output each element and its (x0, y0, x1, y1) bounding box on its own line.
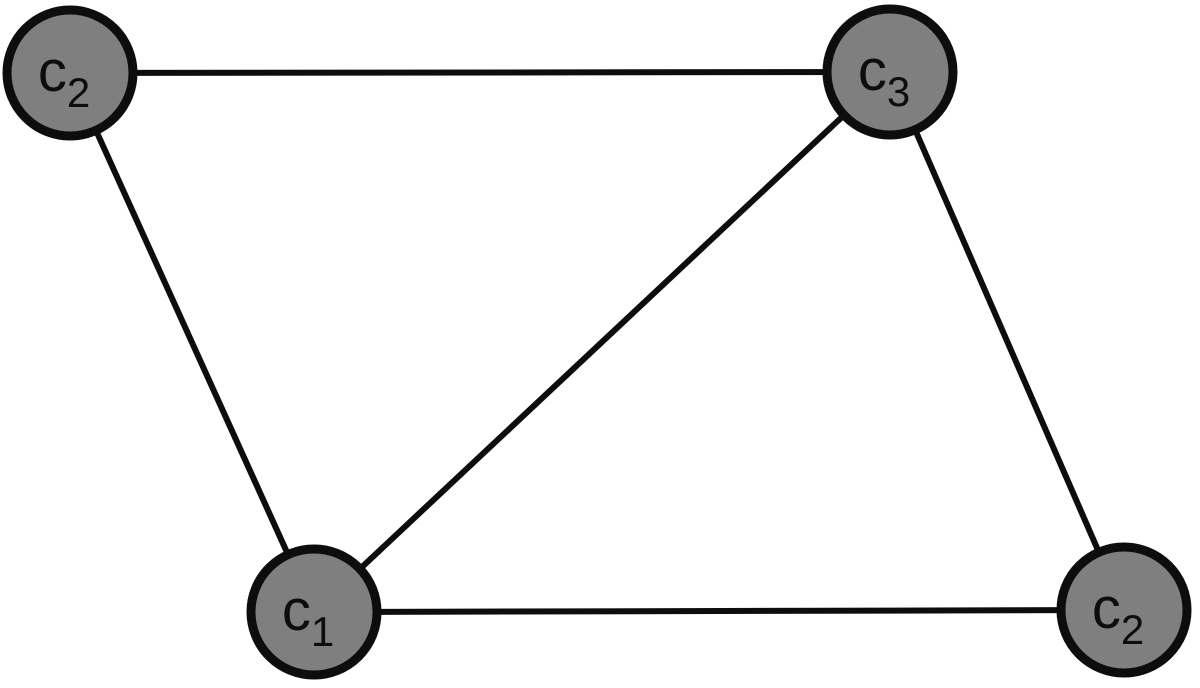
node-label-c3-top-right: c3 (858, 38, 910, 115)
node-label-c2-top-left: c2 (38, 39, 90, 116)
edge-c2-top-left--c3-top-right (69, 69, 891, 76)
node-circle-c2-top-left (2, 5, 138, 141)
edge-c2-top-left--c1-bottom-left (67, 71, 317, 614)
node-c1-bottom-left: c1 (246, 544, 382, 680)
node-label-c2-bottom-right: c2 (1092, 576, 1144, 653)
node-c2-bottom-right: c2 (1056, 542, 1192, 678)
edge-c1-bottom-left--c3-top-right (311, 69, 893, 615)
edge-c1-bottom-left--c2-bottom-right (313, 607, 1125, 615)
node-c3-top-right: c3 (822, 4, 958, 140)
node-c2-top-left: c2 (2, 5, 138, 141)
node-circle-c2-bottom-right (1056, 542, 1192, 678)
node-label-c1-bottom-left: c1 (282, 578, 334, 655)
node-circle-c3-top-right (822, 4, 958, 140)
node-circle-c1-bottom-left (246, 544, 382, 680)
edge-c3-top-right--c2-bottom-right (887, 70, 1127, 612)
